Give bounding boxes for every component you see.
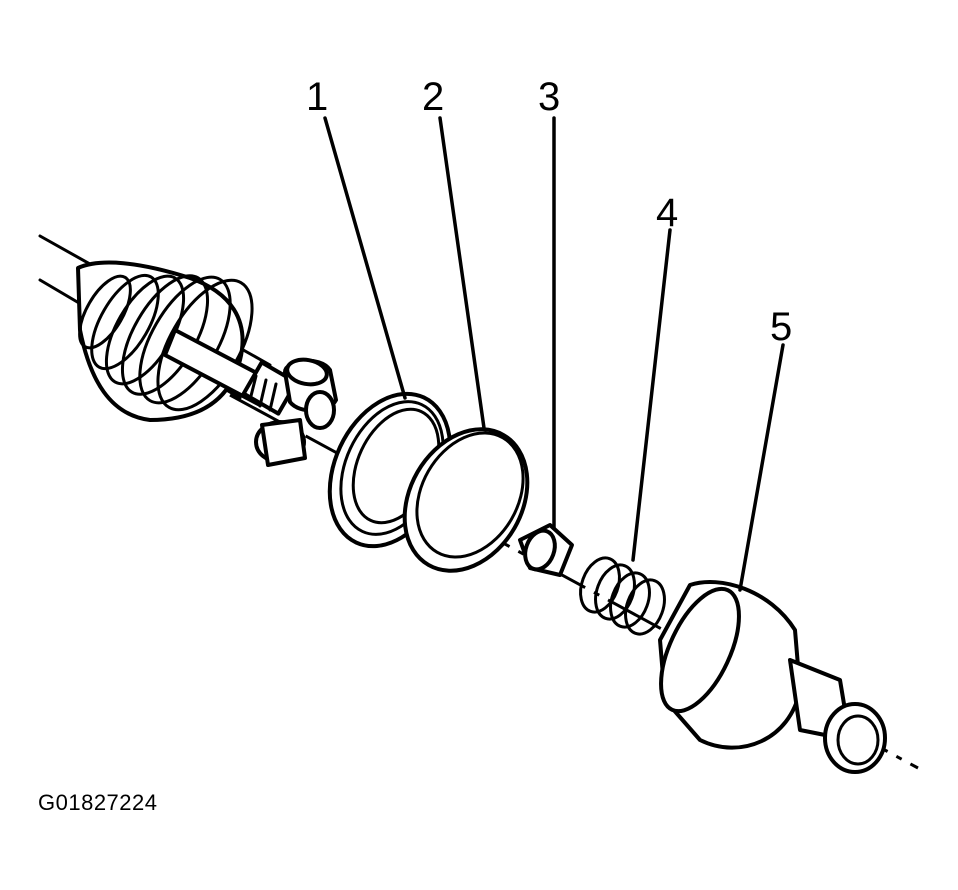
leader-line-1: [323, 116, 407, 400]
callout-5: 5: [770, 305, 792, 349]
callout-4: 4: [656, 191, 678, 235]
part-5-outer-race: [658, 580, 887, 774]
callout-3: 3: [538, 75, 560, 119]
boot: [76, 260, 272, 422]
leader-line-2: [438, 116, 486, 430]
part-3-bushing: [518, 523, 574, 577]
leader-line-5: [738, 343, 785, 592]
part-4-spring: [579, 556, 666, 636]
leader-line-4: [631, 228, 672, 562]
callout-1: 1: [306, 75, 328, 119]
part-2-cover-cup: [402, 427, 530, 573]
spider-tripod: [254, 357, 338, 467]
callout-2: 2: [422, 75, 444, 119]
figure-id-label: G01827224: [38, 790, 158, 815]
shaft-spline: [241, 360, 299, 416]
